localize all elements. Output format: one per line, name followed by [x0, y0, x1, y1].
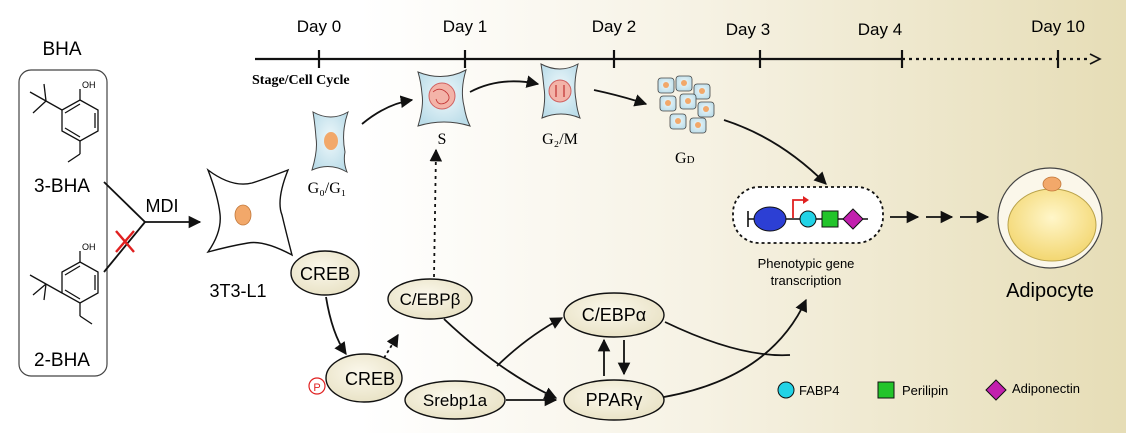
transcription-label-line1: Phenotypic gene — [758, 256, 855, 271]
legend-fabp4-icon — [777, 381, 795, 399]
oh-label-3bha: OH — [82, 80, 96, 90]
g0-g1-cell-icon — [311, 110, 349, 174]
gene-promoter-box — [732, 186, 884, 244]
compound-box — [18, 69, 108, 377]
mdi-junction — [103, 181, 202, 273]
transcription-label-line2: transcription — [771, 273, 842, 288]
inhibition-cross-icon — [115, 230, 135, 253]
phospho-creb-node: CREB P — [308, 353, 403, 403]
cebpa-node: C/EBPα — [563, 292, 665, 338]
s-phase-label: S — [438, 131, 447, 148]
perilipin-gene-icon — [821, 210, 839, 228]
svg-text:CREB: CREB — [345, 369, 395, 389]
compound-panel: BHA OH 3-BHA — [18, 39, 108, 377]
transcription-start-arrow-icon — [792, 199, 804, 218]
day-1-label: Day 1 — [443, 17, 487, 36]
day-2-label: Day 2 — [592, 17, 636, 36]
legend: FABP4 Perilipin Adiponectin — [777, 379, 1080, 401]
preadipocyte-cell-icon — [206, 167, 294, 257]
phospho-badge-icon — [308, 377, 326, 395]
adiponectin-gene-icon — [842, 208, 864, 230]
legend-fabp4-label: FABP4 — [799, 383, 839, 398]
day-0-label: Day 0 — [297, 17, 341, 36]
structure-3-bha — [29, 83, 99, 163]
day-3-label: Day 3 — [726, 20, 770, 39]
promoter-oval-icon — [753, 206, 787, 232]
cell-line-label: 3T3-L1 — [209, 281, 266, 301]
ppar-gamma-node: PPARγ — [563, 379, 665, 421]
timeline: Day 0 Day 1 Day 2 Day 3 Day 4 Day 10 Sta… — [252, 17, 1102, 88]
s-phase-cell-icon — [417, 69, 471, 127]
oh-label-2bha: OH — [82, 242, 96, 252]
stage-cell-cycle-label: Stage/Cell Cycle — [252, 73, 350, 88]
fabp4-gene-icon — [799, 210, 817, 228]
legend-perilipin-icon — [877, 381, 895, 399]
g2-m-cell-icon — [540, 63, 581, 119]
srebp1a-node: Srebp1a — [404, 380, 506, 420]
legend-perilipin-label: Perilipin — [902, 383, 948, 398]
legend-adiponectin-label: Adiponectin — [1012, 381, 1080, 396]
mdi-label: MDI — [146, 196, 179, 216]
svg-text:C/EBPα: C/EBPα — [582, 305, 646, 325]
adipocyte-icon — [997, 167, 1103, 269]
compound-2-bha-label: 2-BHA — [34, 350, 90, 371]
signaling-arrows — [325, 148, 807, 407]
creb-node: CREB — [290, 250, 360, 296]
legend-adiponectin-icon — [985, 379, 1007, 401]
svg-text:CREB: CREB — [300, 264, 350, 284]
svg-text:Srebp1a: Srebp1a — [423, 391, 488, 410]
g2-m-label: G₂/M — [542, 131, 578, 148]
g0-g1-label: G₀/G₁ — [308, 180, 347, 197]
compound-3-bha-label: 3-BHA — [34, 176, 90, 197]
gd-label: GD — [675, 150, 695, 167]
svg-text:C/EBPβ: C/EBPβ — [400, 290, 461, 309]
panel-title: BHA — [42, 39, 81, 60]
cebpb-node: C/EBPβ — [387, 278, 473, 320]
cell-cycle-arrows — [361, 75, 827, 185]
adipocyte-label: Adipocyte — [1006, 280, 1094, 302]
day-4-label: Day 4 — [858, 20, 902, 39]
structure-2-bha — [29, 251, 99, 325]
svg-text:P: P — [313, 382, 320, 394]
svg-text:PPARγ: PPARγ — [586, 390, 643, 410]
gd-cell-cluster-icon — [657, 75, 715, 134]
day-10-label: Day 10 — [1031, 17, 1085, 36]
